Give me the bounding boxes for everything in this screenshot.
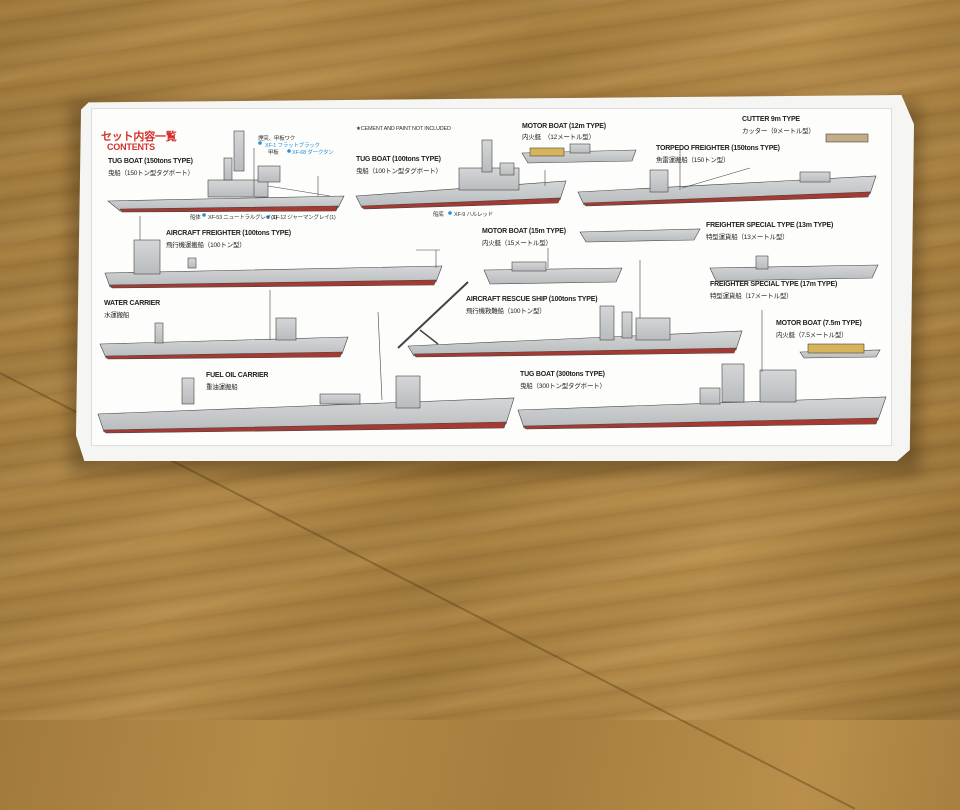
aircraft-rescue-ship-drawing: [397, 260, 743, 358]
label-aircraft-freighter-jp: 飛行機運搬船（100トン型）: [166, 242, 246, 249]
tug-boat-300t-drawing: [517, 310, 887, 430]
aircraft-freighter-drawing: [104, 216, 443, 289]
label-torpedo-freighter-jp: 魚雷運搬船（150トン型）: [656, 157, 730, 164]
label-fuel-oil-carrier-jp: 重油運搬船: [206, 384, 238, 391]
label-motor-7-5m-jp: 内火艇（7.5メートル型）: [776, 332, 848, 339]
label-cutter-jp: カッター（9メートル型）: [742, 128, 815, 135]
label-tug-300t: TUG BOAT (300tons TYPE): [520, 371, 605, 378]
paint-note-deck: 甲板: [268, 150, 279, 156]
label-fuel-oil-carrier: FUEL OIL CARRIER: [206, 372, 269, 379]
label-freighter-13m-jp: 特型運貨船（13メートル型）: [706, 234, 789, 241]
label-aircraft-rescue: AIRCRAFT RESCUE SHIP (100tons TYPE): [466, 296, 598, 303]
paint-note-hull: 船体: [190, 215, 201, 221]
paint-note-bottom: 船底: [433, 212, 444, 218]
contents-title-jp: セット内容一覧: [101, 131, 177, 143]
water-carrier-drawing: [99, 290, 349, 360]
label-freighter-17m-jp: 特型運貨船（17メートル型）: [710, 293, 793, 300]
torpedo-freighter-drawing: [577, 150, 877, 207]
label-motor-12m-jp: 内火艇 （12メートル型）: [522, 134, 595, 141]
label-tug-100t-jp: 曳船（100トン型タグボート）: [356, 168, 442, 175]
label-tug-150t-jp: 曳船（150トン型タグボート）: [108, 170, 194, 177]
label-torpedo-freighter: TORPEDO FREIGHTER (150tons TYPE): [656, 145, 780, 152]
tug-boat-150t-drawing: [107, 130, 345, 213]
label-freighter-13m: FREIGHTER SPECIAL TYPE (13m TYPE): [706, 222, 834, 229]
fuel-oil-carrier-drawing: [97, 311, 515, 434]
motor-boat-15m-drawing: [483, 248, 623, 285]
motor-boat-12m-drawing: [521, 143, 637, 164]
ship-illustrations: [97, 130, 887, 434]
label-motor-15m: MOTOR BOAT (15m TYPE): [482, 228, 566, 235]
motor-boat-7-5m-drawing: [799, 343, 881, 359]
label-freighter-17m: FREIGHTER SPECIAL TYPE (17m TYPE): [710, 281, 838, 288]
paint-note-german-gray: XF-12 ジャーマングレイ(1): [272, 215, 336, 221]
not-included-note: ★CEMENT AND PAINT NOT INCLUDED: [356, 126, 451, 132]
label-tug-300t-jp: 曳船（300トン型タグボート）: [520, 383, 606, 390]
paint-note-dark-tan: XF-68 ダークタン: [292, 150, 334, 156]
contents-title-en: CONTENTS: [107, 142, 155, 152]
label-motor-7-5m: MOTOR BOAT (7.5m TYPE): [776, 320, 862, 327]
label-tug-100t: TUG BOAT (100tons TYPE): [356, 156, 441, 163]
label-water-carrier: WATER CARRIER: [104, 300, 160, 307]
paint-note-flat-black: XF-1 フラットブラック: [265, 143, 320, 149]
label-tug-150t: TUG BOAT (150tons TYPE): [108, 158, 193, 165]
paint-callout-dots: [202, 141, 452, 219]
cutter-9m-drawing: [825, 133, 869, 143]
label-cutter: CUTTER 9m TYPE: [742, 116, 800, 123]
paint-note-funnel: 煙突、甲板ワク: [258, 136, 296, 142]
label-motor-15m-jp: 内火艇（15メートル型）: [482, 240, 552, 247]
freighter-special-17m-drawing: [709, 255, 879, 282]
label-aircraft-rescue-jp: 飛行機救難船（100トン型）: [466, 308, 546, 315]
freighter-special-13m-drawing: [579, 228, 701, 243]
label-motor-12m: MOTOR BOAT (12m TYPE): [522, 123, 606, 130]
label-aircraft-freighter: AIRCRAFT FREIGHTER (100tons TYPE): [166, 230, 291, 237]
label-water-carrier-jp: 水運搬船: [104, 312, 130, 319]
paint-note-hull-red: XF-9 ハルレッド: [454, 212, 493, 218]
tug-boat-100t-drawing: [355, 139, 567, 210]
paint-note-neutral-gray: XF-53 ニュートラルグレイ(1): [208, 215, 278, 221]
